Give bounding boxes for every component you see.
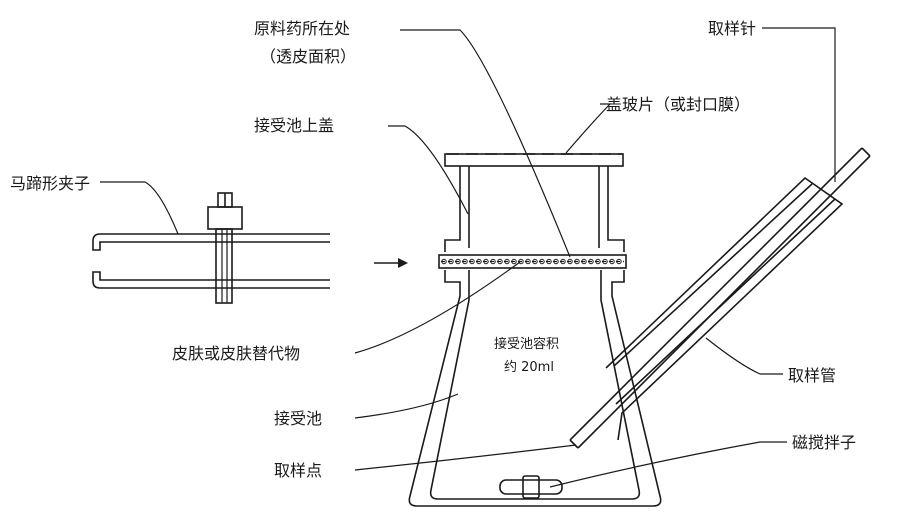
label-skin: 皮肤或皮肤替代物 [172, 344, 300, 363]
label-stir-bar: 磁搅拌子 [792, 433, 856, 452]
membrane-dot [469, 258, 475, 265]
membrane-dot [483, 258, 489, 265]
membrane-dot [616, 258, 622, 265]
membrane-dot [574, 258, 580, 265]
membrane-dot [525, 258, 531, 265]
label-sampling-needle: 取样针 [708, 19, 756, 38]
membrane-dot [602, 258, 608, 265]
membrane-dot [567, 258, 573, 265]
label-sampling-tube: 取样管 [788, 366, 836, 385]
membrane-dot [476, 258, 482, 265]
membrane-dot [532, 258, 538, 265]
membrane-dot [448, 258, 454, 265]
membrane-dot [553, 258, 559, 265]
membrane-dot [588, 258, 594, 265]
label-receptor-cell: 接受池 [274, 409, 322, 428]
receptor-cell-drawing [408, 153, 662, 507]
leader-lines [100, 27, 836, 488]
label-raw-drug-site: 原料药所在处 [254, 19, 350, 38]
label-volume-title: 接受池容积 [494, 336, 559, 352]
membrane-dot [441, 258, 447, 265]
label-horseshoe-clamp: 马蹄形夹子 [10, 174, 90, 193]
membrane-dot [595, 258, 601, 265]
membrane-dot [462, 258, 468, 265]
membrane-dot [497, 258, 503, 265]
membrane-dot [504, 258, 510, 265]
horseshoe-clamp-drawing [92, 192, 408, 304]
membrane-dot [581, 258, 587, 265]
label-cover-slip: 盖玻片（或封口膜） [606, 95, 750, 114]
membrane-dot [546, 258, 552, 265]
membrane-dot [539, 258, 545, 265]
membrane-dot [455, 258, 461, 265]
label-cell-cap: 接受池上盖 [254, 116, 334, 135]
membrane-dot [560, 258, 566, 265]
membrane-dot [511, 258, 517, 265]
label-permeation-area: （透皮面积） [260, 47, 356, 66]
membrane-dot [518, 258, 524, 265]
membrane-hatch [441, 258, 622, 265]
membrane-dot [490, 258, 496, 265]
sampling-arm-drawing [569, 147, 871, 449]
label-volume-value: 约 20ml [504, 360, 554, 375]
label-sampling-point: 取样点 [274, 461, 322, 480]
membrane-dot [609, 258, 615, 265]
